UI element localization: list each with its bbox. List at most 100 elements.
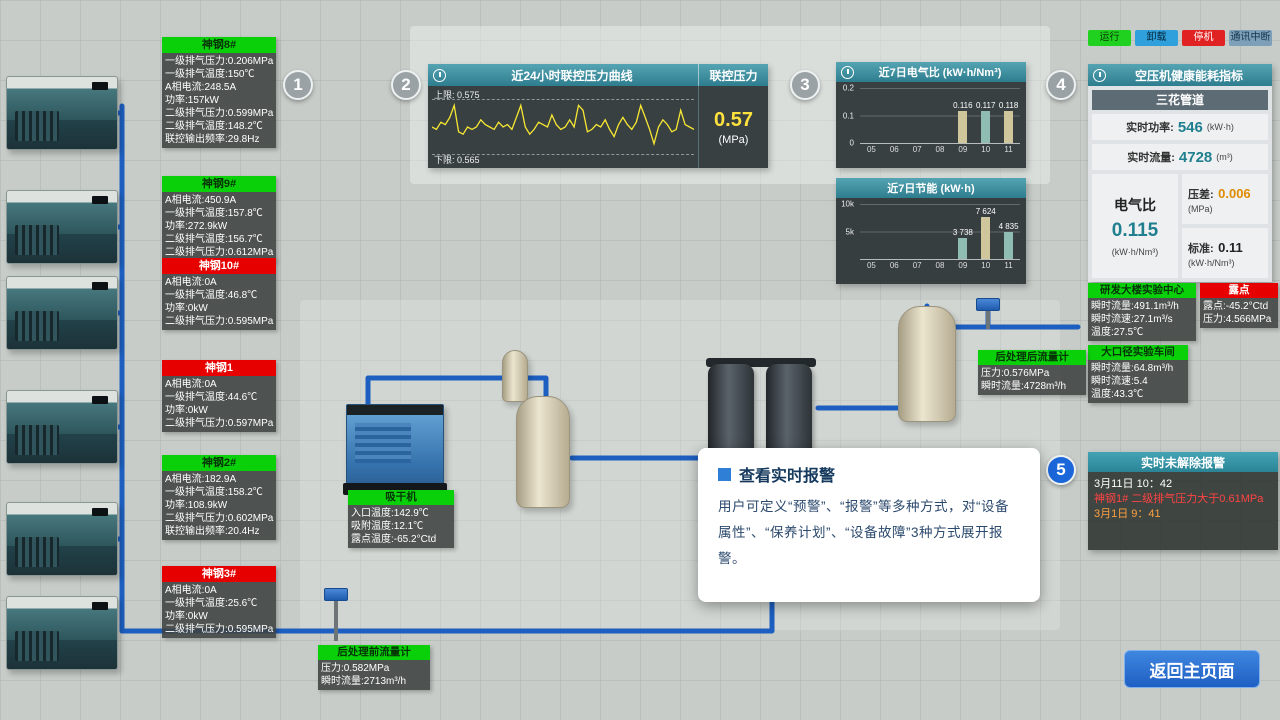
y-tick: 5k <box>845 227 854 236</box>
rd-building-title: 研发大楼实验中心 <box>1088 283 1196 298</box>
status-chip[interactable]: 卸载 <box>1135 30 1178 46</box>
status-chip[interactable]: 停机 <box>1182 30 1225 46</box>
compressor-unit[interactable] <box>6 390 118 464</box>
bar-10: 7 624 10 <box>974 204 997 282</box>
compressor-metric: 一级排气温度:46.8℃ <box>165 290 258 301</box>
bar-category-label: 07 <box>912 145 922 154</box>
water-chiller[interactable] <box>343 404 447 495</box>
compressor-name: 神钢8# <box>162 37 276 53</box>
compressor-name: 神钢1 <box>162 360 276 376</box>
data-line: 压力:4.566MPa <box>1203 314 1272 325</box>
compressor-metric: 功率:108.9kW <box>165 500 228 511</box>
diff-unit: (MPa) <box>1188 203 1213 214</box>
flow-value: 4728 <box>1178 148 1213 166</box>
bar-value-label: 7 624 <box>975 207 996 217</box>
dew-point-title: 露点 <box>1200 283 1278 298</box>
alarm-item[interactable]: 3月11日 10：42 神钢1# 二级排气压力大于0.61MPa <box>1094 477 1272 507</box>
flow-sensor[interactable] <box>976 298 1000 329</box>
air-storage-tank[interactable] <box>898 306 956 422</box>
ratio-unit: (kW·h/Nm³) <box>1111 247 1159 257</box>
bar-category-label: 05 <box>866 261 876 270</box>
data-line: 入口温度:142.9℃ <box>351 508 429 519</box>
compressor-metric: A相电流:0A <box>165 277 217 288</box>
bar-07: 07 <box>906 88 929 166</box>
bar-category-label: 05 <box>866 145 876 154</box>
small-air-tank[interactable] <box>502 350 528 402</box>
status-chip[interactable]: 运行 <box>1088 30 1131 46</box>
compressor-metric: A相电流:182.9A <box>165 474 237 485</box>
alarm-item[interactable]: 3月1日 9：41 <box>1094 507 1272 522</box>
data-line: 露点:-45.2°Ctd <box>1203 301 1269 312</box>
compressor-name: 神钢3# <box>162 566 276 582</box>
compressor-metric: 功率:157kW <box>165 95 219 106</box>
back-to-main-button[interactable]: 返回主页面 <box>1124 650 1260 688</box>
step-marker-1: 1 <box>283 70 313 100</box>
y-tick: 0 <box>849 138 854 148</box>
bar <box>958 111 968 143</box>
diff-value: 0.006 <box>1218 185 1251 201</box>
square-bullet-icon <box>718 467 731 481</box>
compressor-metric: 一级排气温度:158.2℃ <box>165 487 263 498</box>
data-line: 温度:27.5℃ <box>1091 327 1144 338</box>
lower-limit-line <box>432 154 694 155</box>
popup-title: 查看实时报警 <box>739 468 836 485</box>
energy-saving-title: 近7日节能 (kW·h) <box>887 183 975 195</box>
bar-06: 06 <box>883 204 906 282</box>
status-legend: 运行卸载停机通讯中断 <box>1088 30 1272 46</box>
compressor-unit[interactable] <box>6 76 118 150</box>
air-storage-tank[interactable] <box>516 396 570 508</box>
bar-value-label: 0.117 <box>976 100 996 110</box>
compressor-metric: 二级排气压力:0.612MPa <box>165 247 274 258</box>
alarm-time: 3月11日 10：42 <box>1094 478 1173 490</box>
bar-05: 05 <box>860 88 883 166</box>
bar-category-label: 08 <box>935 261 945 270</box>
unit-display <box>92 602 108 610</box>
step-marker-3: 3 <box>790 70 820 100</box>
health-panel: 空压机健康能耗指标 三花管道 实时功率: 546 (kW·h) 实时流量: 47… <box>1088 64 1272 282</box>
post-flowmeter-title: 后处理后流量计 <box>978 350 1086 365</box>
compressor-metric: 二级排气温度:148.2℃ <box>165 121 263 132</box>
dryer-manifold <box>706 358 816 367</box>
data-line: 露点温度:-65.2°Ctd <box>351 534 437 545</box>
bar-category-label: 06 <box>889 261 899 270</box>
flow-meter-instrument[interactable] <box>324 588 348 641</box>
dew-point-panel[interactable]: 露点 露点:-45.2°Ctd 压力:4.566MPa <box>1200 283 1278 328</box>
compressor-metric: 二级排气温度:156.7℃ <box>165 234 263 245</box>
adsorption-dryer[interactable] <box>700 356 822 466</box>
alarm-text: 神钢1# 二级排气压力大于0.61MPa <box>1094 493 1264 505</box>
bar-category-label: 08 <box>935 145 945 154</box>
compressor-unit[interactable] <box>6 502 118 576</box>
compressor-unit[interactable] <box>6 190 118 264</box>
compressor-unit[interactable] <box>6 276 118 350</box>
status-chip[interactable]: 通讯中断 <box>1229 30 1272 46</box>
flow-unit: (m³) <box>1216 152 1233 162</box>
compressor-metric: 二级排气压力:0.595MPa <box>165 624 274 635</box>
bar-value-label: 4 835 <box>998 222 1019 232</box>
compressor-unit[interactable] <box>6 596 118 670</box>
bar-08: 08 <box>929 88 952 166</box>
bar-category-label: 10 <box>981 261 991 270</box>
compressor-metric: A相电流:450.9A <box>165 195 237 206</box>
upper-limit-line <box>432 99 694 100</box>
pressure-line-svg <box>432 102 694 147</box>
